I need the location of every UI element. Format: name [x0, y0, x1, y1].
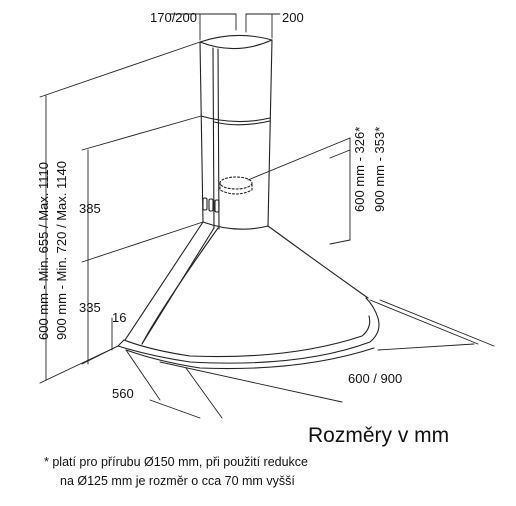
dim-outlet-height-900: 900 mm - 353*: [372, 127, 387, 212]
dim-total-height-900: 900 mm - Min. 720 / Max. 1140: [54, 161, 69, 340]
dim-depth: 560: [112, 386, 134, 401]
dim-width: 600 / 900: [348, 371, 402, 386]
footnote-line-1: * platí pro přírubu Ø150 mm, při použití…: [44, 455, 309, 469]
dim-upper-section: 385: [79, 201, 101, 216]
footnote-line-2: na Ø125 mm je rozměr o cca 70 mm vyšší: [60, 474, 295, 488]
units-title: Rozměry v mm: [308, 424, 450, 447]
dim-outlet-height-600: 600 mm - 326*: [352, 127, 367, 212]
dim-duct-side: 200: [282, 10, 304, 25]
dimension-lines: [39, 13, 495, 419]
dim-total-height-600: 600 mm - Min. 655 / Max. 1110: [36, 162, 51, 340]
chimney-duct: [199, 34, 273, 230]
dim-lower-section: 335: [79, 300, 101, 315]
hood-canopy: [117, 221, 380, 370]
dim-edge-height: 16: [112, 310, 126, 325]
dim-duct-front: 170/200: [150, 10, 197, 25]
